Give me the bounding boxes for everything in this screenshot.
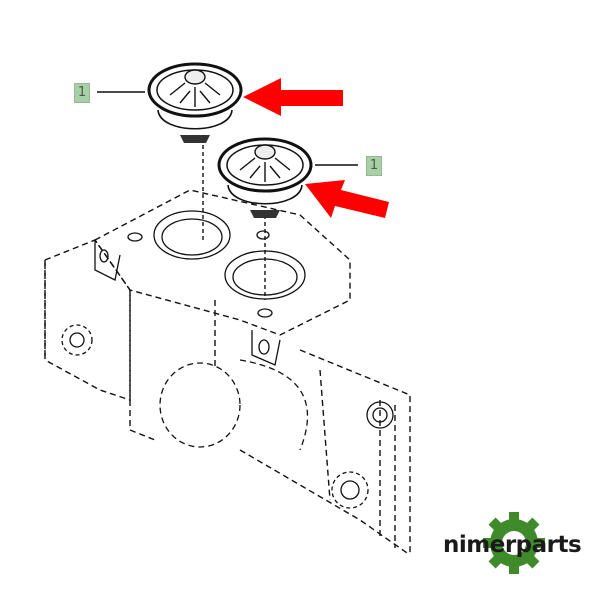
red-arrow-lower-icon [305,180,389,218]
thermostat-lower[interactable] [210,130,320,225]
callout-label-1b: 1 [366,156,382,176]
thermostat-upper[interactable] [140,55,250,150]
logo-text: nimerparts [443,532,582,558]
callout-label-1a: 1 [74,83,90,103]
gear-icon [483,512,545,574]
nimerparts-logo: nimerparts [443,510,593,576]
red-arrow-upper-icon [243,78,343,116]
